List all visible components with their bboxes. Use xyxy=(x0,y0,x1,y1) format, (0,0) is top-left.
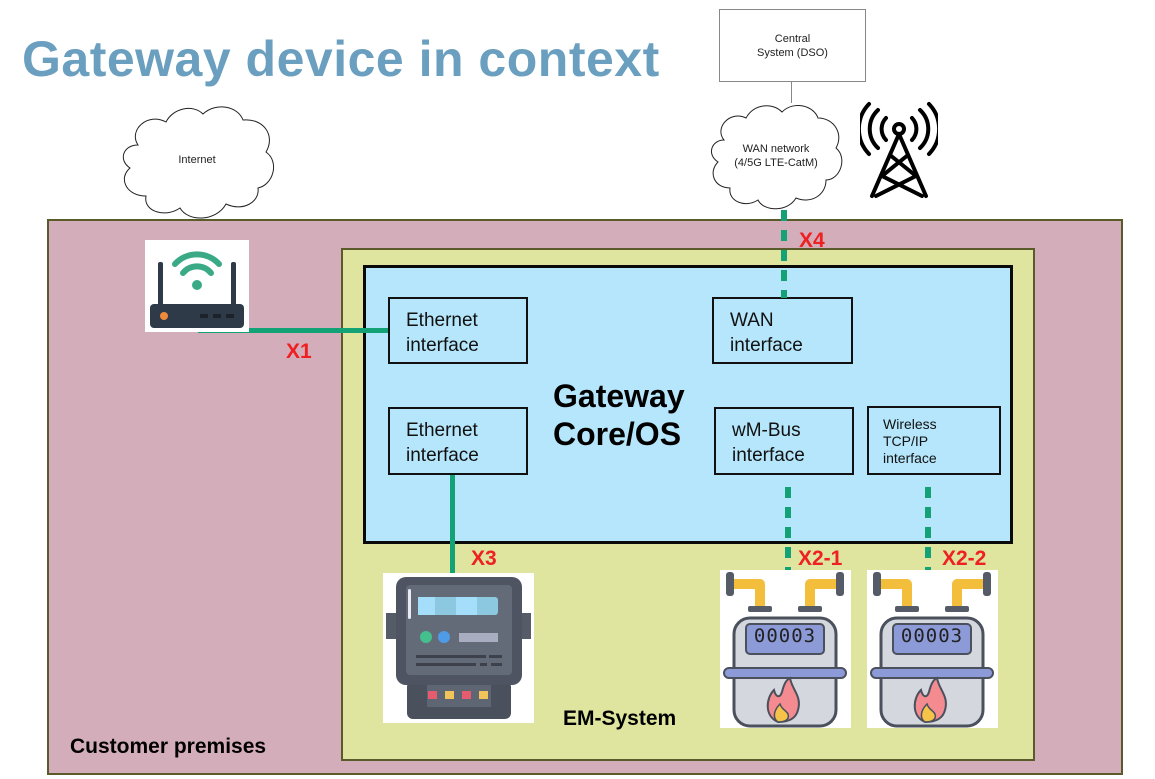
gas-meter-icon xyxy=(870,572,994,728)
central-to-wan-connector xyxy=(791,81,792,103)
x2-1-link xyxy=(785,487,791,573)
ethernet-interface-2: Ethernet interface xyxy=(388,407,528,475)
interface-label-line2: interface xyxy=(732,445,805,466)
interface-label-line1: WAN xyxy=(730,310,774,331)
gas-meter-reading: 00003 xyxy=(753,625,817,647)
interface-label-line2: interface xyxy=(730,335,803,356)
gas-meter-icon xyxy=(723,572,847,728)
central-system-box: Central System (DSO) xyxy=(719,9,866,82)
cloud-icon xyxy=(122,106,275,219)
x4-label: X4 xyxy=(799,229,825,252)
internet-label: Internet xyxy=(178,154,216,166)
x2-2-link xyxy=(925,487,931,573)
page-title: Gateway device in context xyxy=(22,31,660,87)
em-system-label: EM-System xyxy=(563,707,677,730)
wan-network-label: WAN network (4/5G LTE-CatM) xyxy=(702,142,850,170)
gas-meter-1: 00003 xyxy=(720,570,851,728)
customer-premises-label: Customer premises xyxy=(70,735,267,758)
central-system-line2: System (DSO) xyxy=(757,46,828,59)
interface-label-line2: interface xyxy=(406,445,479,466)
wan-network-cloud: WAN network (4/5G LTE-CatM) xyxy=(702,100,844,213)
interface-label-line1: wM-Bus xyxy=(732,420,801,441)
gateway-core-label: Gateway Core/OS xyxy=(553,377,685,453)
interface-label-line1: Wireless xyxy=(883,416,937,432)
wan-interface: WAN interface xyxy=(712,297,853,364)
central-system-line1: Central xyxy=(774,32,811,45)
x3-link xyxy=(450,475,455,573)
cell-tower-icon xyxy=(856,100,942,200)
gas-meter-2: 00003 xyxy=(867,570,998,728)
ethernet-interface-1: Ethernet interface xyxy=(388,297,528,364)
wmbus-interface: wM-Bus interface xyxy=(714,407,854,475)
interface-label-line2: TCP/IP xyxy=(883,433,929,449)
interface-label-line3: interface xyxy=(883,450,937,466)
wan-network-line1: WAN network xyxy=(742,143,810,155)
wireless-tcpip-interface: Wireless TCP/IP interface xyxy=(867,406,1001,475)
x1-link xyxy=(198,328,388,333)
gas-meter-reading: 00003 xyxy=(900,625,964,647)
interface-label-line1: Ethernet xyxy=(406,420,478,441)
wan-network-line2: (4/5G LTE-CatM) xyxy=(734,157,818,169)
cloud-icon xyxy=(710,104,843,210)
x3-label: X3 xyxy=(471,547,497,570)
internet-cloud: Internet xyxy=(108,100,288,222)
electricity-meter-icon xyxy=(383,573,534,723)
x2-1-label: X2-1 xyxy=(798,547,843,570)
interface-label-line2: interface xyxy=(406,335,479,356)
x2-2-label: X2-2 xyxy=(942,547,987,570)
x4-link xyxy=(781,210,787,298)
wifi-router-icon xyxy=(145,240,249,332)
x1-label: X1 xyxy=(286,340,312,363)
interface-label-line1: Ethernet xyxy=(406,310,478,331)
gateway-core-line2: Core/OS xyxy=(553,416,682,452)
gateway-core-line1: Gateway xyxy=(553,378,685,414)
